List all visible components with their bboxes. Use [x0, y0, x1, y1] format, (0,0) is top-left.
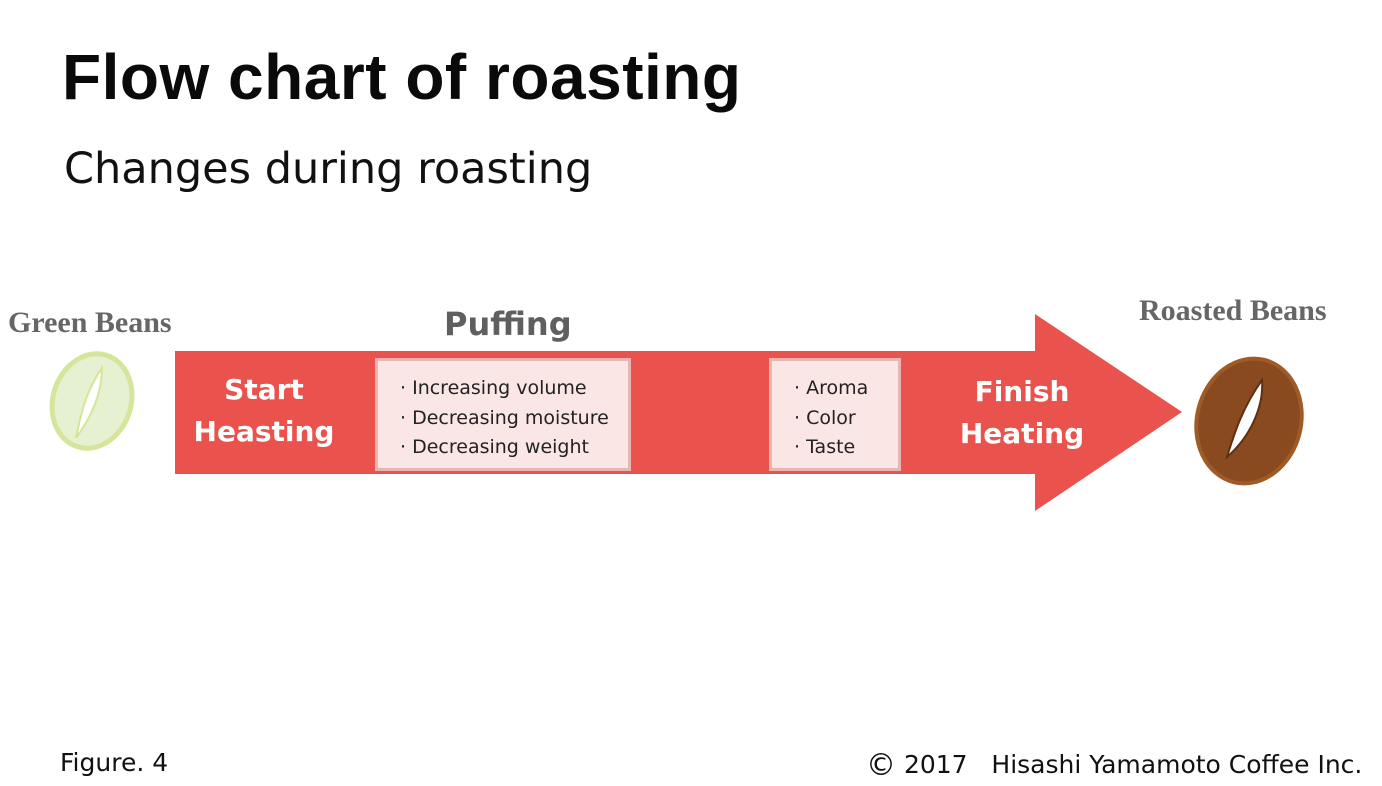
finish-item: Taste [794, 433, 898, 463]
copyright-text: 2017 Hisashi Yamamoto Coffee Inc. [903, 750, 1363, 779]
start-stage-line2: Heasting [193, 415, 335, 448]
puffing-item: Decreasing moisture [400, 404, 628, 434]
roasted-coffee-bean-icon [1194, 356, 1304, 486]
start-stage-line1: Start [224, 373, 304, 406]
green-beans-label: Green Beans [8, 306, 172, 339]
page-subtitle: Changes during roasting [64, 144, 593, 194]
puffing-item: Decreasing weight [400, 433, 628, 463]
roasted-beans-label: Roasted Beans [1139, 294, 1327, 327]
finish-item: Color [794, 404, 898, 434]
puffing-item: Increasing volume [400, 374, 628, 404]
puffing-changes-box: Increasing volume Decreasing moisture De… [375, 358, 631, 471]
page-title: Flow chart of roasting [62, 41, 742, 113]
start-heating-stage: Start Heasting [178, 369, 350, 453]
finish-qualities-box: Aroma Color Taste [769, 358, 901, 471]
finish-stage-line2: Heating [959, 417, 1085, 450]
figure-caption: Figure. 4 [60, 748, 169, 777]
finish-stage-line1: Finish [974, 375, 1070, 408]
finish-heating-stage: Finish Heating [940, 371, 1104, 455]
finish-item: Aroma [794, 374, 898, 404]
green-coffee-bean-icon [49, 351, 135, 451]
copyright-symbol: © [866, 748, 896, 783]
puffing-label: Puffing [444, 305, 572, 343]
copyright-notice: © 2017 Hisashi Yamamoto Coffee Inc. [866, 748, 1362, 783]
